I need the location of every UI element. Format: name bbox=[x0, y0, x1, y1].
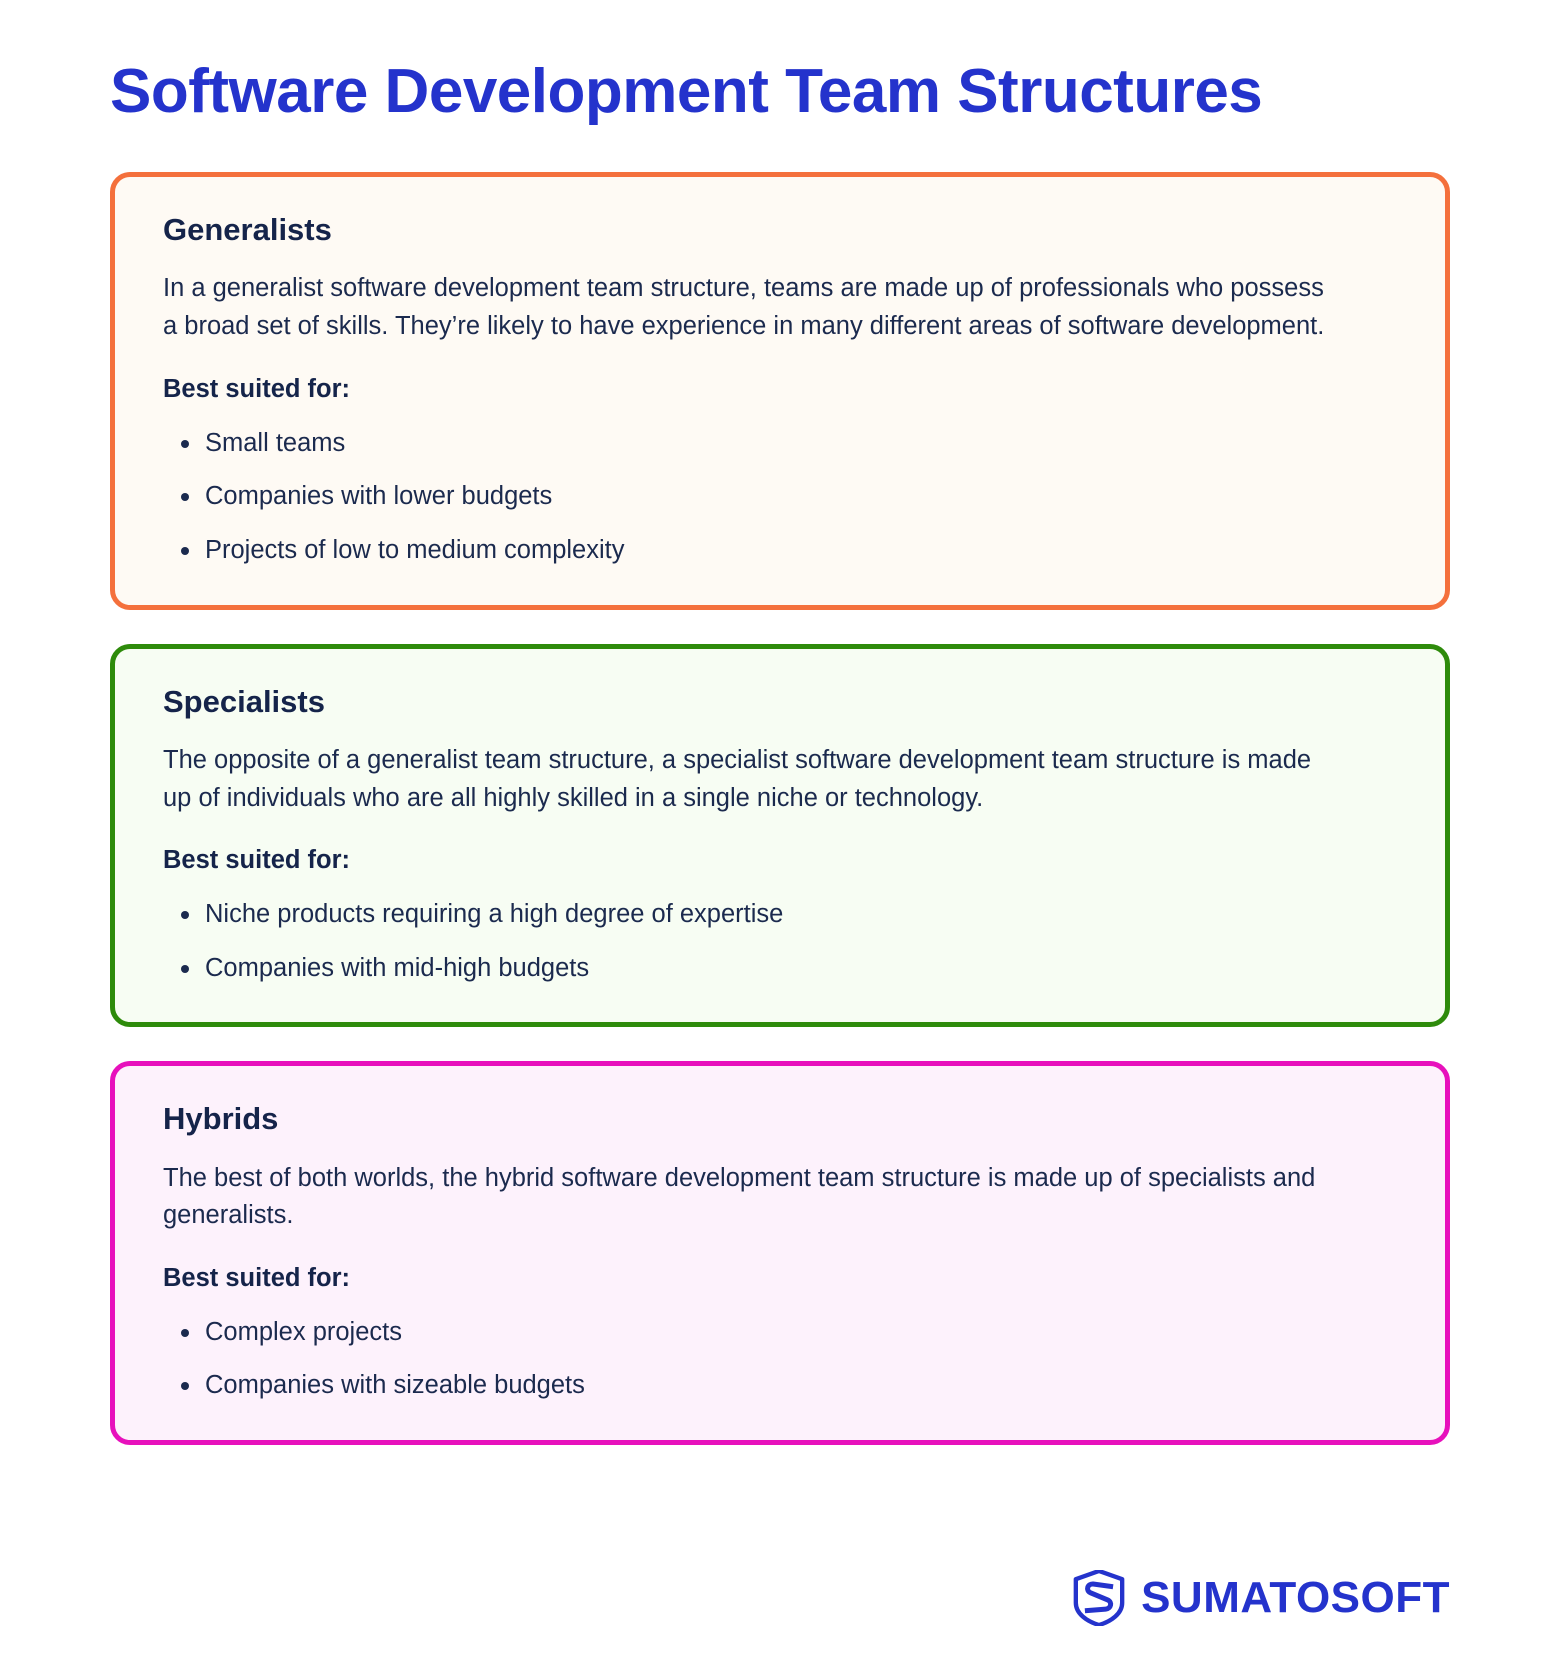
bullet-list-hybrids: Complex projects Companies with sizeable… bbox=[163, 1315, 1397, 1404]
footer-branding: SUMATOSOFT bbox=[1073, 1570, 1450, 1626]
card-title-specialists: Specialists bbox=[163, 683, 325, 719]
list-item: Projects of low to medium complexity bbox=[163, 533, 1397, 569]
best-suited-label-specialists: Best suited for: bbox=[163, 846, 351, 875]
card-generalists: Generalists In a generalist software dev… bbox=[110, 172, 1450, 610]
card-description-hybrids: The best of both worlds, the hybrid soft… bbox=[163, 1163, 1316, 1230]
list-item: Complex projects bbox=[163, 1315, 1397, 1351]
bullet-list-specialists: Niche products requiring a high degree o… bbox=[163, 897, 1397, 986]
page-title: Software Development Team Structures bbox=[110, 57, 1263, 126]
list-item: Niche products requiring a high degree o… bbox=[163, 897, 1397, 933]
brand-name: SUMATOSOFT bbox=[1141, 1573, 1450, 1622]
list-item: Small teams bbox=[163, 426, 1397, 462]
card-title-generalists: Generalists bbox=[163, 212, 332, 248]
bullet-list-generalists: Small teams Companies with lower budgets… bbox=[163, 426, 1397, 569]
shield-s-logo-icon bbox=[1073, 1570, 1125, 1626]
best-suited-label-hybrids: Best suited for: bbox=[163, 1263, 351, 1292]
card-hybrids: Hybrids The best of both worlds, the hyb… bbox=[110, 1061, 1450, 1446]
list-item: Companies with mid-high budgets bbox=[163, 951, 1397, 987]
card-list: Generalists In a generalist software dev… bbox=[110, 172, 1450, 1446]
list-item: Companies with lower budgets bbox=[163, 479, 1397, 515]
card-specialists: Specialists The opposite of a generalist… bbox=[110, 643, 1450, 1028]
list-item: Companies with sizeable budgets bbox=[163, 1368, 1397, 1404]
best-suited-label-generalists: Best suited for: bbox=[163, 374, 351, 403]
card-description-generalists: In a generalist software development tea… bbox=[163, 274, 1325, 341]
card-title-hybrids: Hybrids bbox=[163, 1101, 279, 1137]
card-description-specialists: The opposite of a generalist team struct… bbox=[163, 745, 1312, 812]
